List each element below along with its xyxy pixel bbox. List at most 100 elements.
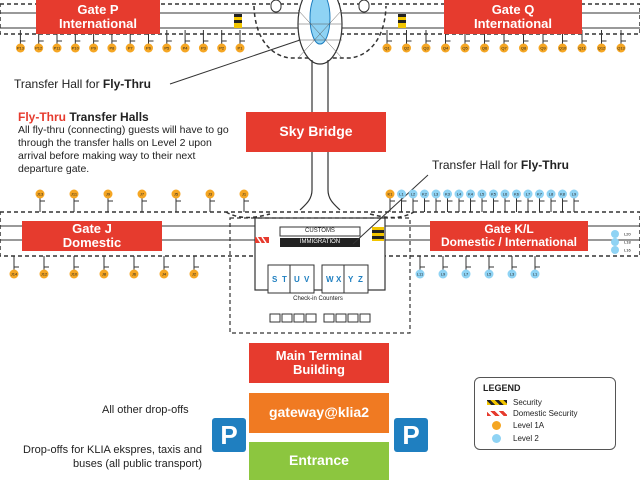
accent-right: [358, 0, 370, 13]
svg-text:P11: P11: [54, 46, 62, 51]
svg-text:L4: L4: [457, 192, 462, 197]
gate-p13: P13: [15, 30, 26, 53]
gate-top-l8-14: L8: [546, 189, 556, 212]
gate-kl-label: Gate K/L Domestic / International: [430, 221, 588, 251]
gate-top-k8-15: K8: [558, 189, 568, 212]
gate-bottom-l1: L1: [530, 256, 540, 279]
gate-bottom-l9: L9: [438, 256, 448, 279]
gate-top-l5-8: L5: [477, 189, 487, 212]
gate-top-k5-9: K5: [489, 189, 499, 212]
gate-q4: Q4: [441, 30, 451, 53]
gate-side-l16: [611, 246, 619, 254]
lower-counters: [269, 313, 371, 323]
legend-security-label: Security: [513, 398, 542, 407]
svg-text:L6: L6: [503, 192, 508, 197]
gate-top-l2-2: L2: [408, 189, 418, 212]
gate-bottom-l3: L3: [507, 256, 517, 279]
svg-text:J6: J6: [132, 272, 137, 277]
gate-p6: P6: [144, 30, 154, 53]
customs-bar: [279, 226, 361, 237]
svg-text:J7: J7: [140, 192, 145, 197]
svg-text:P1: P1: [238, 46, 244, 51]
gate-top-l9-16: L9: [569, 189, 579, 212]
immigration-bar: [280, 238, 360, 247]
gate-top-l1-1: L1: [397, 189, 407, 212]
legend-level2-label: Level 2: [513, 434, 539, 443]
atrium-lattice: [297, 9, 343, 59]
gate-q-label: Gate Q International: [444, 0, 582, 34]
legend: LEGEND Security Domestic Security Level …: [474, 377, 616, 450]
gate-side-l20: [611, 230, 619, 238]
gate-j1: J1: [239, 189, 249, 212]
svg-text:J12: J12: [41, 272, 48, 277]
gate-q10: Q10: [558, 30, 568, 53]
transfer-hall-top-arrow: [169, 39, 301, 85]
svg-text:J8: J8: [102, 272, 107, 277]
gate-p4: P4: [180, 30, 191, 53]
main-terminal-line2: Building: [293, 362, 345, 377]
gate-j-title: Gate J: [72, 220, 112, 236]
gate-top-k6-11: K6: [512, 189, 522, 212]
svg-text:P12: P12: [35, 46, 43, 51]
immigration-label: IMMIGRATION: [299, 239, 341, 245]
parking-left-icon: P: [212, 418, 246, 452]
svg-text:Q8: Q8: [521, 46, 527, 51]
svg-text:J11: J11: [71, 192, 78, 197]
svg-text:L8: L8: [549, 192, 554, 197]
svg-text:L9: L9: [572, 192, 577, 197]
gate-top-l4-6: L4: [454, 189, 464, 212]
gate-j8: J8: [99, 256, 109, 279]
svg-text:Q10: Q10: [559, 46, 567, 51]
gate-j14: J14: [9, 256, 19, 279]
gate-p11: P11: [52, 30, 62, 53]
gateway-klia2: gateway@klia2: [249, 393, 389, 433]
gate-p2: P2: [217, 30, 227, 53]
svg-text:J4: J4: [162, 272, 167, 277]
gate-top-k4-7: K4: [466, 189, 476, 212]
svg-text:K7: K7: [537, 192, 543, 197]
gate-j12: J12: [39, 256, 49, 279]
svg-text:P7: P7: [128, 46, 134, 51]
gate-j11: J11: [69, 189, 79, 212]
gate-j3: J3: [205, 189, 215, 212]
legend-security-swatch: [487, 400, 507, 405]
checkin-row-x: X: [336, 275, 342, 284]
checkin-row-s: S: [272, 275, 278, 284]
gate-j2: J2: [189, 256, 199, 279]
svg-text:P6: P6: [146, 46, 152, 51]
svg-text:K2: K2: [422, 192, 428, 197]
customs-label: CUSTOMS: [305, 228, 335, 234]
gate-p-label: Gate P International: [36, 0, 160, 34]
svg-text:J10: J10: [71, 272, 78, 277]
gate-p10: P10: [70, 30, 81, 53]
svg-text:Q3: Q3: [423, 46, 429, 51]
legend-level1a-dot: [492, 421, 501, 430]
fly-thru-note-title: Fly-Thru Transfer Halls: [18, 110, 149, 124]
svg-text:J1: J1: [242, 192, 247, 197]
svg-text:P13: P13: [17, 46, 25, 51]
all-other-dropoffs-label: All other drop-offs: [102, 404, 189, 416]
svg-text:L7: L7: [526, 192, 531, 197]
entrance: Entrance: [249, 442, 389, 480]
gate-top-l6-10: L6: [500, 189, 510, 212]
gate-q-title: Gate Q: [491, 1, 535, 17]
svg-text:L5: L5: [487, 272, 492, 277]
gate-top-l3-4: L3: [431, 189, 441, 212]
svg-text:L1: L1: [399, 192, 404, 197]
domestic-security-mark: [255, 237, 269, 243]
svg-text:Q2: Q2: [404, 46, 410, 51]
svg-text:L3: L3: [434, 192, 439, 197]
main-terminal-building: Main Terminal Building: [249, 343, 389, 383]
svg-text:J14: J14: [11, 272, 18, 277]
checkin-counters-label: Check-in Counters: [293, 296, 343, 302]
svg-text:Q12: Q12: [598, 46, 606, 51]
svg-text:J3: J3: [208, 192, 213, 197]
gate-p5: P5: [162, 30, 172, 53]
legend-level2-dot: [492, 434, 501, 443]
svg-text:Q1: Q1: [384, 46, 390, 51]
gate-bottom-l5: L5: [484, 256, 494, 279]
gate-top-l7-12: L7: [523, 189, 533, 212]
gate-kl-title: Gate K/L: [484, 221, 534, 236]
fly-thru-note-body: All fly-thru (connecting) guests will ha…: [18, 124, 229, 176]
